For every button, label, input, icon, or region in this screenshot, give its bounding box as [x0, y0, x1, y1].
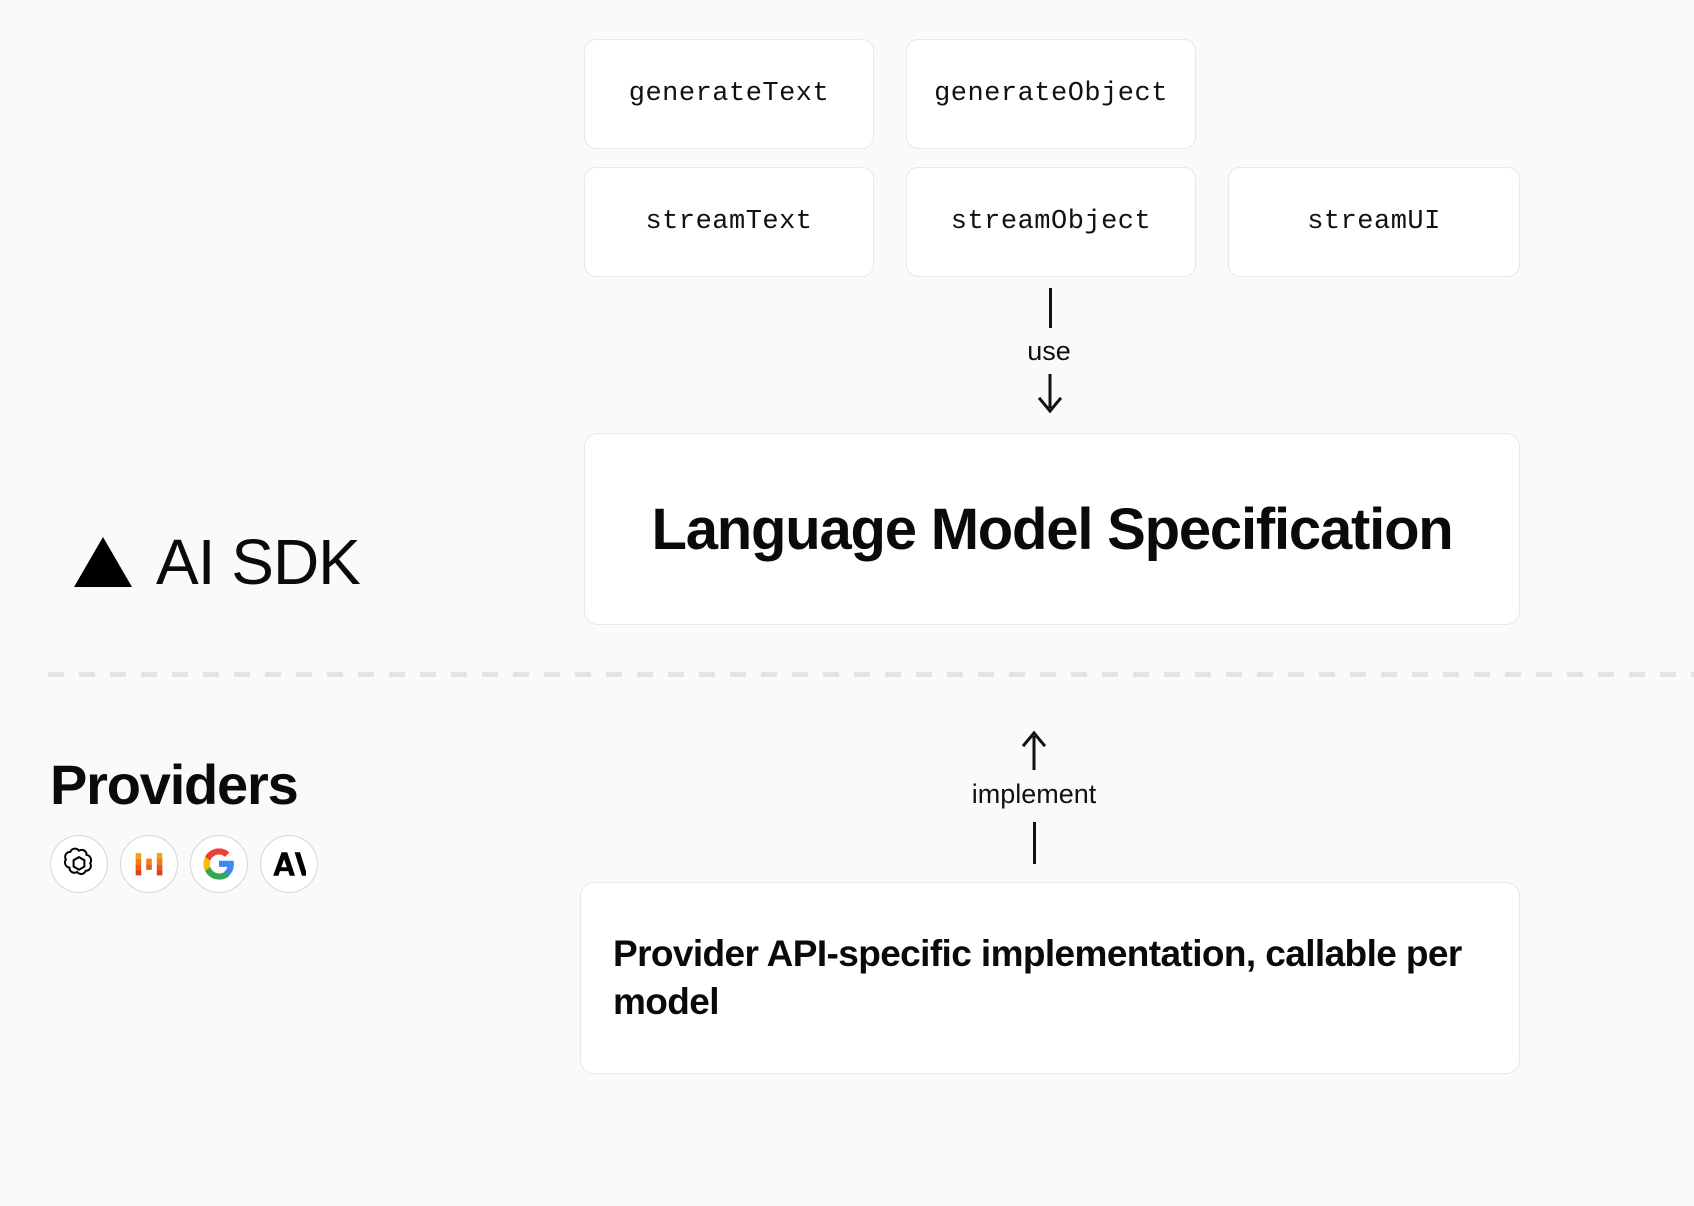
function-card-label: streamText — [645, 207, 813, 237]
connector-use-line-top — [1049, 288, 1052, 328]
connector-implement-line-bottom — [1033, 822, 1036, 864]
provider-chip-google[interactable] — [190, 835, 248, 893]
function-card-label: streamObject — [950, 207, 1152, 237]
arrow-down-icon — [1037, 374, 1063, 414]
ai-sdk-label: AI SDK — [72, 526, 361, 598]
anthropic-logo-icon — [273, 852, 306, 876]
connector-use-label: use — [1027, 336, 1071, 366]
function-card-stream-object[interactable]: streamObject — [906, 167, 1196, 277]
mistral-logo-icon — [135, 853, 163, 876]
provider-implementation-text: Provider API-specific implementation, ca… — [613, 932, 1462, 1022]
function-card-stream-ui[interactable]: streamUI — [1228, 167, 1520, 277]
connector-implement-label: implement — [971, 779, 1097, 809]
arrow-up-icon — [1021, 730, 1047, 770]
function-card-label: generateText — [628, 79, 830, 109]
provider-chip-mistral[interactable] — [120, 835, 178, 893]
ai-sdk-label-text: AI SDK — [156, 526, 361, 598]
provider-chip-anthropic[interactable] — [260, 835, 318, 893]
provider-logo-row — [50, 835, 318, 893]
language-model-specification-card[interactable]: Language Model Specification — [584, 433, 1520, 625]
function-card-generate-text[interactable]: generateText — [584, 39, 874, 149]
google-logo-icon — [203, 848, 234, 880]
provider-chip-openai[interactable] — [50, 835, 108, 893]
function-card-label: streamUI — [1307, 207, 1441, 237]
language-model-specification-title: Language Model Specification — [651, 496, 1453, 562]
function-card-generate-object[interactable]: generateObject — [906, 39, 1196, 149]
openai-logo-icon — [63, 847, 93, 875]
function-card-stream-text[interactable]: streamText — [584, 167, 874, 277]
layer-divider — [48, 672, 1694, 677]
vercel-triangle-icon — [74, 537, 132, 587]
providers-label: Providers — [50, 753, 299, 816]
function-card-label: generateObject — [934, 79, 1168, 109]
provider-implementation-card[interactable]: Provider API-specific implementation, ca… — [580, 882, 1520, 1074]
